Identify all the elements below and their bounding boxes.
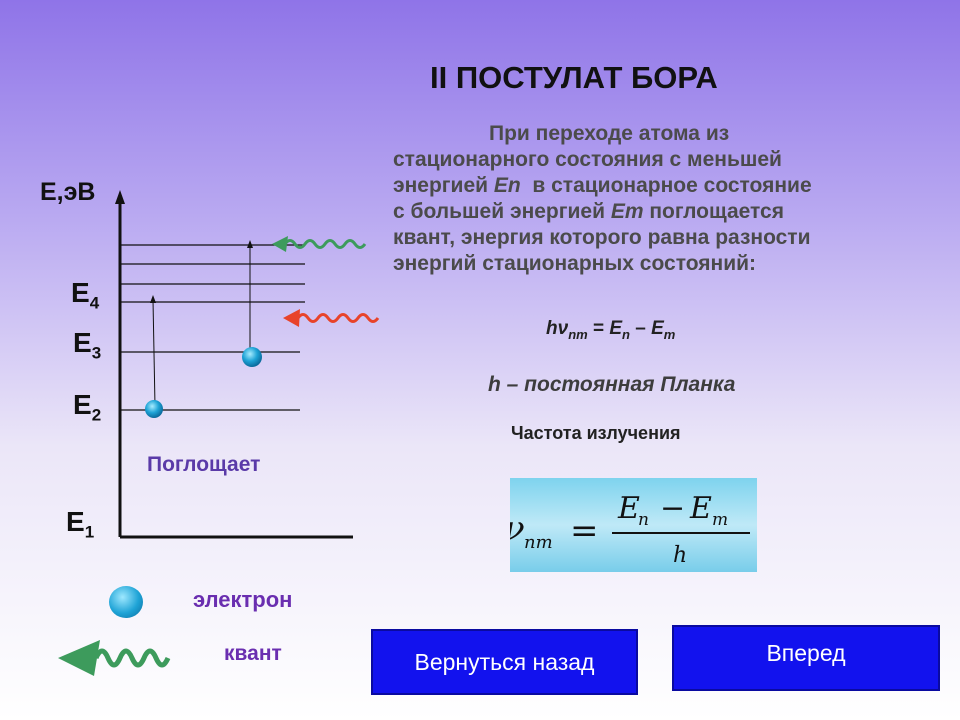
freq-num-minus: − xyxy=(660,491,685,526)
postulate-line-3-post: в стационарное состояние xyxy=(520,174,812,197)
formula-hv-sub: nm xyxy=(568,326,588,342)
quantum-wave-green-icon xyxy=(272,236,367,252)
electron-circle-icon xyxy=(109,586,143,618)
electron-icon xyxy=(242,347,262,367)
formula-em-sub: m xyxy=(663,326,676,342)
formula-minus: – xyxy=(629,318,652,339)
level-label-e1: E1 xyxy=(66,506,94,543)
postulate-line-3-pre: энергией xyxy=(393,174,494,197)
postulate-line-4: с большей энергией Em поглощается xyxy=(393,199,938,225)
formula-eq: = xyxy=(587,318,610,339)
freq-nu: ν xyxy=(510,509,525,549)
level-e1-sub: 1 xyxy=(84,522,95,542)
forward-button[interactable]: Вперед xyxy=(672,625,940,691)
level-label-e4: E4 xyxy=(71,277,99,314)
freq-eq: = xyxy=(570,511,599,551)
postulate-line-5: квант, энергия которого равна разности xyxy=(393,226,811,249)
frequency-formula-svg: ν nm = E n − E m h xyxy=(510,491,750,568)
postulate-var-em: Em xyxy=(610,200,644,223)
postulate-line-4-pre: с большей энергией xyxy=(393,200,611,223)
level-e2-sub: 2 xyxy=(91,405,102,425)
freq-num-e1: E xyxy=(617,491,640,526)
level-e3-name: E xyxy=(73,327,92,358)
legend-electron-label: электрон xyxy=(193,587,293,612)
freq-num-s1: n xyxy=(638,510,649,530)
level-e4-name: E xyxy=(71,277,90,308)
energy-axis-arrowhead xyxy=(115,190,125,204)
formula-en-sub: n xyxy=(622,326,630,342)
wavy-arrow-icon xyxy=(58,640,171,676)
freq-nu-sub: nm xyxy=(524,532,553,553)
formula-hv: hν xyxy=(546,318,569,339)
transition-arrow-e2-e4 xyxy=(152,299,156,407)
level-label-e3: E3 xyxy=(73,327,101,364)
postulate-line-3: энергией En в стационарное состояние xyxy=(393,173,938,199)
electron-icon xyxy=(145,400,163,418)
postulate-line-4-post: поглощается xyxy=(643,200,784,223)
level-label-e2: E2 xyxy=(73,389,101,426)
legend-quantum-label: квант xyxy=(224,642,282,665)
transition-arrowhead xyxy=(150,295,156,303)
planck-constant-text: h – постоянная Планка xyxy=(488,373,736,396)
frequency-formula-image: ν nm = E n − E m h xyxy=(510,478,757,572)
level-e4-sub: 4 xyxy=(89,293,100,313)
energy-axis-label: E,эВ xyxy=(40,178,96,206)
level-e3-sub: 3 xyxy=(91,343,102,363)
transition-arrowhead xyxy=(247,240,253,248)
formula-en: E xyxy=(609,318,623,339)
freq-den: h xyxy=(673,543,687,568)
slide-title: II ПОСТУЛАТ БОРА xyxy=(430,60,718,95)
postulate-line-6: энергий стационарных состояний: xyxy=(393,252,757,275)
energy-formula: hνnm = En – Em xyxy=(546,318,675,342)
postulate-text: При переходе атома из стационарного сост… xyxy=(393,121,938,277)
freq-num-e2: E xyxy=(689,491,712,526)
quantum-wave-red-icon xyxy=(283,309,380,327)
postulate-var-en: En xyxy=(493,174,521,197)
level-e2-name: E xyxy=(73,389,92,420)
formula-em: E xyxy=(651,318,664,339)
postulate-line-1: При переходе атома из xyxy=(489,122,730,145)
energy-level-diagram xyxy=(115,190,380,539)
freq-num-s2: m xyxy=(712,510,728,530)
postulate-line-2: стационарного состояния с меньшей xyxy=(393,148,782,171)
back-button[interactable]: Вернуться назад xyxy=(371,629,638,695)
frequency-label: Частота излучения xyxy=(511,423,681,443)
absorbs-label: Поглощает xyxy=(147,453,261,476)
level-e1-name: E xyxy=(66,506,85,537)
